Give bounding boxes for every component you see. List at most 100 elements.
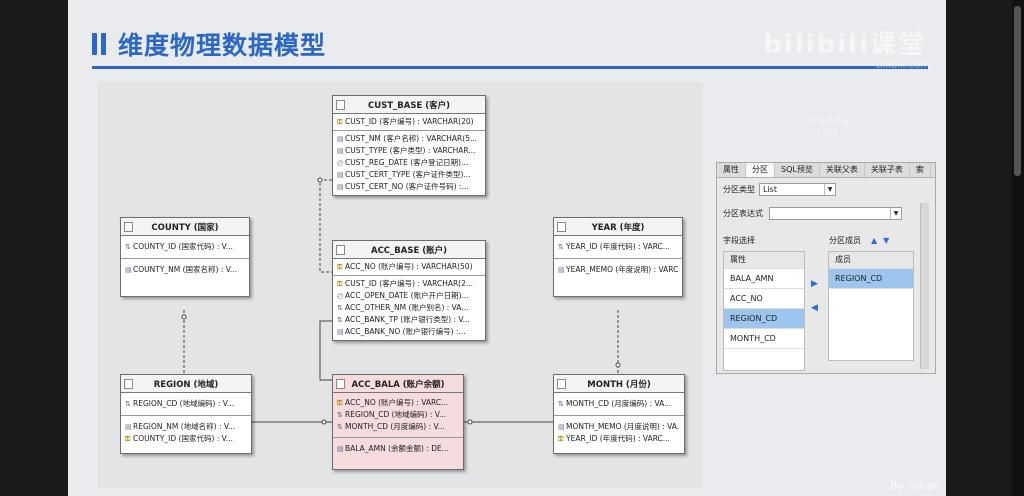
- pk-row[interactable]: ⇅COUNTY_ID (国家代码) : V...: [125, 242, 233, 251]
- up-arrow-icon[interactable]: ▲: [871, 236, 878, 245]
- table-icon: [336, 245, 345, 255]
- partition-expr-row: 分区表达式 ▼: [723, 207, 902, 220]
- chevron-down-icon: ▼: [890, 208, 901, 219]
- tab-sql-preview[interactable]: SQL预览: [775, 163, 820, 177]
- tab-parent-tables[interactable]: 关联父表: [820, 163, 865, 177]
- model-canvas[interactable]: CUST_BASE (客户) ⚿CUST_ID (客户编号) : VARCHAR…: [98, 82, 703, 488]
- column-row[interactable]: ▤YEAR_MEMO (年度说明) : VARC...: [558, 265, 678, 274]
- key-icon: ⚿: [337, 263, 343, 271]
- fk-row[interactable]: ⚿YEAR_ID (年度代码) : VARC...: [558, 434, 670, 443]
- column-row[interactable]: ▤MONTH_MEMO (月度说明) : VA...: [558, 422, 680, 431]
- move-right-icon[interactable]: ▶: [811, 279, 818, 289]
- tab-partition[interactable]: 分区: [746, 163, 775, 177]
- brand-subtitle: bilibili.com: [876, 60, 930, 71]
- partition-expr-select[interactable]: ▼: [769, 207, 902, 220]
- entity-title: MONTH (月份): [587, 379, 651, 390]
- pk-row[interactable]: ⚿ACC_NO (账户编号) : VARCHAR(50): [337, 262, 473, 271]
- column-icon: ▤: [125, 423, 132, 431]
- pk-row[interactable]: ⇅MONTH_CD (月度编码) : V...: [337, 422, 445, 431]
- column-icon: ▤: [337, 147, 344, 155]
- partition-type-row: 分区类型 List ▼: [723, 183, 836, 196]
- tab-attributes[interactable]: 属性: [717, 163, 746, 177]
- entity-title: CUST_BASE (客户): [367, 100, 451, 111]
- partition-type-label: 分区类型: [723, 185, 755, 194]
- move-left-icon[interactable]: ◀: [811, 303, 818, 313]
- column-row[interactable]: ▤CUST_CERT_TYPE (客户证件类型)...: [337, 170, 471, 179]
- pk-row[interactable]: ⚿CUST_ID (客户编号) : VARCHAR(20): [337, 117, 474, 126]
- column-icon: ◴: [337, 292, 344, 300]
- column-row[interactable]: ▤CUST_NM (客户名称) : VARCHAR(5...: [337, 134, 478, 143]
- tab-index[interactable]: 索: [910, 163, 931, 177]
- column-row[interactable]: ▤BALA_AMN (余额金额) : DE...: [337, 444, 449, 453]
- column-icon: ⇅: [337, 316, 343, 324]
- column-row[interactable]: ▤CUST_TYPE (客户类型) : VARCHAR...: [337, 146, 476, 155]
- entity-county[interactable]: COUNTY (国家) ⇅COUNTY_ID (国家代码) : V... ▤CO…: [120, 217, 250, 297]
- column-icon: ▤: [337, 328, 344, 336]
- watermark-line-2: 1505...: [816, 128, 848, 138]
- key-icon: ⚿: [125, 435, 131, 443]
- key-icon: ⚿: [337, 399, 343, 407]
- table-icon: [124, 222, 133, 232]
- field-list-header: 属性: [724, 252, 804, 269]
- entity-region[interactable]: REGION (地域) ⇅REGION_CD (地域编码) : V... ▤RE…: [120, 374, 252, 454]
- member-list[interactable]: 成员 REGION_CD: [828, 251, 914, 361]
- column-row[interactable]: ⇅ACC_BANK_TP (账户银行类型) : V...: [337, 315, 470, 324]
- column-row[interactable]: ⇅ACC_OTHER_NM (账户别名) : VA...: [337, 303, 469, 312]
- down-arrow-icon[interactable]: ▼: [883, 236, 890, 245]
- entity-month[interactable]: MONTH (月份) ⇅MONTH_CD (月度编码) : VA... ▤MON…: [553, 374, 685, 454]
- key-icon: ⚿: [558, 435, 564, 443]
- column-icon: ▤: [125, 266, 132, 274]
- list-item[interactable]: BALA_AMN: [724, 269, 804, 289]
- column-icon: ⇅: [337, 411, 343, 419]
- watermark-line-1: ninglishan: [808, 116, 855, 126]
- column-icon: ⇅: [125, 243, 131, 251]
- tab-child-tables[interactable]: 关联子表: [865, 163, 910, 177]
- entity-acc-bala[interactable]: ACC_BALA (账户余额) ⚿ACC_NO (账户编号) : VARC...…: [332, 374, 464, 470]
- chevron-down-icon: ▼: [824, 184, 835, 195]
- relationship-lines: [181, 177, 621, 425]
- panel-scrollbar[interactable]: [920, 203, 929, 369]
- column-row[interactable]: ▤COUNTY_NM (国家名称) : V...: [125, 265, 238, 274]
- window-scrollbar[interactable]: [1012, 0, 1024, 496]
- field-list[interactable]: 属性 BALA_AMN ACC_NO REGION_CD MONTH_CD: [723, 251, 805, 371]
- entity-cust-base[interactable]: CUST_BASE (客户) ⚿CUST_ID (客户编号) : VARCHAR…: [332, 95, 486, 196]
- title-bar: 维度物理数据模型: [92, 26, 326, 62]
- list-item-selected[interactable]: REGION_CD: [724, 309, 804, 329]
- brand-logo: bilibili课堂: [763, 30, 926, 60]
- panel-tabs: 属性 分区 SQL预览 关联父表 关联子表 索: [717, 163, 935, 178]
- list-item[interactable]: ACC_NO: [724, 289, 804, 309]
- column-icon: ▤: [558, 423, 565, 431]
- pk-row[interactable]: ⇅REGION_CD (地域编码) : V...: [125, 399, 235, 408]
- column-icon: ▤: [337, 171, 344, 179]
- field-select-label: 字段选择: [723, 236, 755, 245]
- column-row[interactable]: ▤CUST_CERT_NO (客户证件号码) :...: [337, 182, 469, 191]
- entity-title: ACC_BASE (账户): [370, 245, 448, 256]
- fk-row[interactable]: ⚿CUST_ID (客户编号) : VARCHAR(2...: [337, 279, 474, 288]
- column-row[interactable]: ▤ACC_BANK_NO (账户银行编号) :...: [337, 327, 466, 336]
- page-title: 维度物理数据模型: [118, 31, 327, 60]
- partition-member-label: 分区成员: [829, 236, 861, 245]
- title-underline: [92, 66, 928, 69]
- pk-row[interactable]: ⇅REGION_CD (地域编码) : V...: [337, 410, 447, 419]
- column-row[interactable]: ◴ACC_OPEN_DATE (账户开户日期)...: [337, 291, 469, 300]
- entity-acc-base[interactable]: ACC_BASE (账户) ⚿ACC_NO (账户编号) : VARCHAR(5…: [332, 240, 486, 341]
- author-credit: By lishan: [889, 479, 940, 492]
- pk-row[interactable]: ⇅YEAR_ID (年度代码) : VARC...: [558, 242, 670, 251]
- key-icon: ⚿: [337, 118, 343, 126]
- column-icon: ▤: [337, 135, 344, 143]
- scrollbar-thumb[interactable]: [1014, 6, 1021, 176]
- pk-row[interactable]: ⚿ACC_NO (账户编号) : VARC...: [337, 398, 449, 407]
- column-icon: ▤: [337, 183, 344, 191]
- entity-title: COUNTY (国家): [151, 222, 219, 233]
- column-row[interactable]: ◴CUST_REG_DATE (客户登记日期)...: [337, 158, 469, 167]
- slide: 维度物理数据模型 bilibili课堂 bilibili.com ninglis…: [68, 0, 946, 496]
- entity-year[interactable]: YEAR (年度) ⇅YEAR_ID (年度代码) : VARC... ▤YEA…: [553, 217, 683, 297]
- column-row[interactable]: ▤REGION_NM (地域名称) : V...: [125, 422, 236, 431]
- pk-row[interactable]: ⇅MONTH_CD (月度编码) : VA...: [558, 399, 672, 408]
- list-item[interactable]: MONTH_CD: [724, 329, 804, 349]
- partition-type-select[interactable]: List ▼: [759, 183, 836, 196]
- column-icon: ▤: [558, 266, 565, 274]
- table-icon: [336, 100, 345, 110]
- fk-row[interactable]: ⚿COUNTY_ID (国家代码) : V...: [125, 434, 233, 443]
- list-item-selected[interactable]: REGION_CD: [829, 269, 913, 289]
